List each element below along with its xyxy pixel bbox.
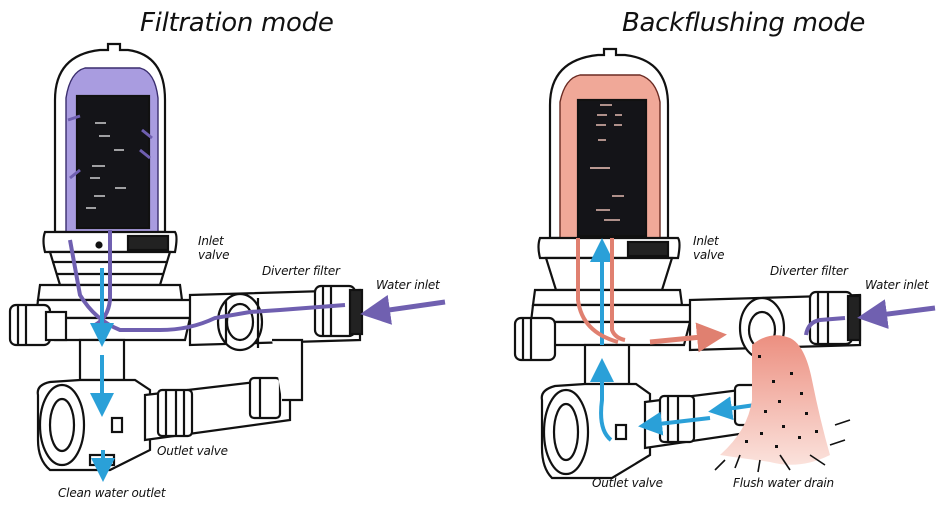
backflushing-mode-title: Backflushing mode — [622, 8, 866, 38]
backflushing-outlet-valve-label: Outlet valve — [592, 476, 663, 490]
disc-cartridge — [576, 98, 648, 238]
inlet-flow-path — [68, 239, 346, 332]
water-inlet-arrow — [857, 299, 936, 329]
filtration-unit — [8, 42, 364, 472]
filtration-diverter-filter-label: Diverter filter — [262, 264, 340, 278]
inlet-valve-label-line1: Inlet — [693, 234, 719, 248]
filtration-water-inlet-label: Water inlet — [376, 278, 440, 292]
filtration-clean-water-outlet-label: Clean water outlet — [58, 486, 166, 500]
filtration-outlet-valve-label: Outlet valve — [157, 444, 228, 458]
inlet-valve-label-line2: valve — [693, 248, 725, 262]
backflushing-inlet-valve-label: Inlet valve — [693, 234, 724, 262]
backflushing-water-inlet-label: Water inlet — [865, 278, 929, 292]
filtration-mode-title: Filtration mode — [140, 8, 334, 38]
filtration-flow-arrows — [68, 230, 446, 482]
backflushing-flow-arrows — [576, 238, 936, 442]
water-inlet-arrow — [360, 295, 446, 325]
backflushing-flush-water-drain-label: Flush water drain — [733, 476, 834, 490]
left-port — [513, 316, 557, 362]
inlet-valve-label-line1: Inlet — [198, 234, 224, 248]
flush-water-spray — [714, 335, 851, 473]
left-port — [8, 303, 52, 347]
backflush-flow-path — [576, 238, 619, 344]
disc-cartridge — [75, 94, 151, 230]
backflushing-diverter-filter-label: Diverter filter — [770, 264, 848, 278]
filtration-inlet-valve-label: Inlet valve — [198, 234, 229, 262]
inlet-valve-label-line2: valve — [198, 248, 230, 262]
